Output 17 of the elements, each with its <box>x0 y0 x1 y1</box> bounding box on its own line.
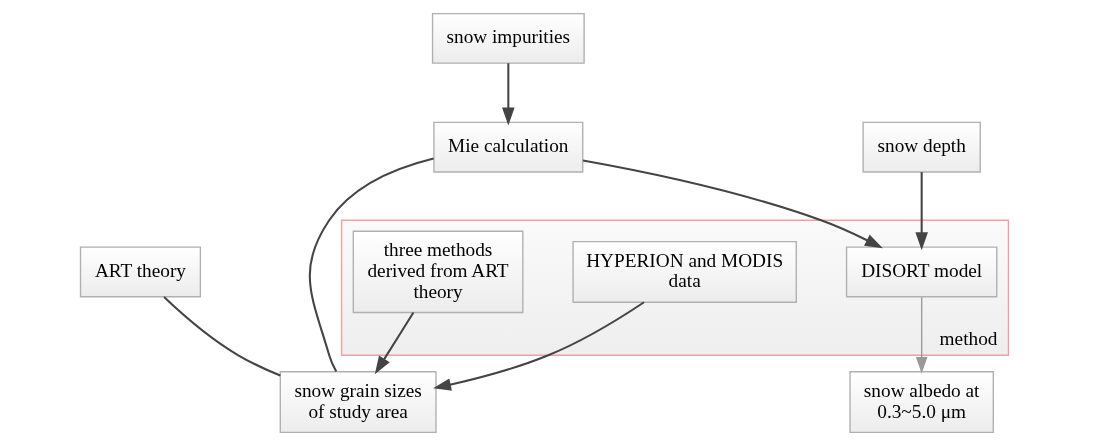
node-box: ART theory <box>79 246 201 298</box>
arrow <box>374 312 414 375</box>
arrow <box>432 301 645 391</box>
node-box: Mie calculation <box>432 121 583 173</box>
node-box: snow albedo at 0.3~5.0 μm <box>848 371 994 434</box>
arrow <box>915 296 927 374</box>
arrow <box>501 63 515 126</box>
connector <box>308 157 434 373</box>
node-box: snow grain sizes of study area <box>279 371 437 434</box>
node-box: DISORT model <box>845 246 997 298</box>
arrow <box>582 159 883 249</box>
node-box: snow depth <box>861 121 981 173</box>
node-box: snow impurities <box>431 12 585 64</box>
node-box: three methods derived from ART theory <box>352 230 523 314</box>
arrow <box>914 172 928 251</box>
node-box: HYPERION and MODIS data <box>571 240 797 303</box>
connector <box>162 296 281 377</box>
